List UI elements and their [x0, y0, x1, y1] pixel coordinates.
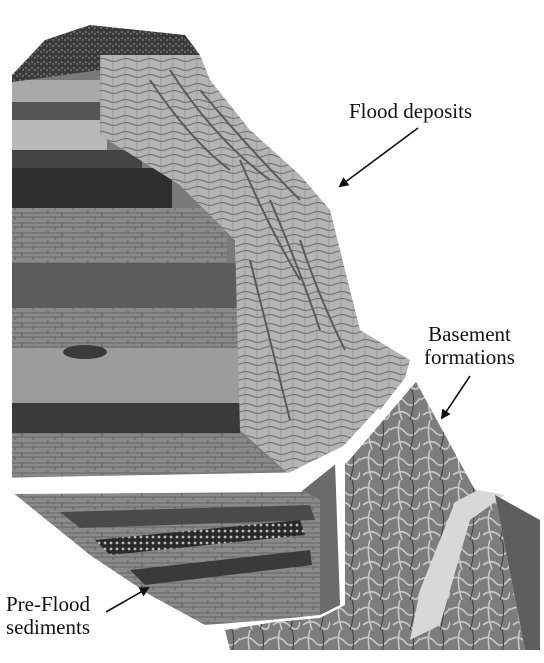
basement-label-line2: formations	[424, 346, 515, 369]
preflood-label-line2: sediments	[6, 616, 90, 639]
lens-feature	[63, 345, 107, 359]
basement-label-line1: Basement	[424, 323, 515, 346]
preflood-arrow	[106, 588, 148, 612]
flood-deposits-block	[12, 25, 410, 480]
preflood-label-line1: Pre-Flood	[6, 593, 90, 616]
stratum-band	[12, 80, 102, 102]
stratum-band	[12, 102, 102, 120]
flood-deposits-arrow	[340, 128, 418, 186]
stratum-band	[12, 208, 227, 263]
stratum-band	[12, 308, 240, 348]
preflood-sediments-label: Pre-Flood sediments	[6, 593, 90, 639]
stratum-band	[12, 150, 142, 168]
basement-arrow	[442, 376, 470, 418]
stratum-band	[12, 263, 237, 308]
stratum-band	[12, 168, 172, 208]
flood-deposits-label: Flood deposits	[349, 100, 472, 123]
stratum-band	[12, 120, 107, 150]
basement-formations-label: Basement formations	[424, 323, 515, 369]
stratum-band	[12, 403, 240, 433]
stratum-band	[12, 348, 240, 403]
